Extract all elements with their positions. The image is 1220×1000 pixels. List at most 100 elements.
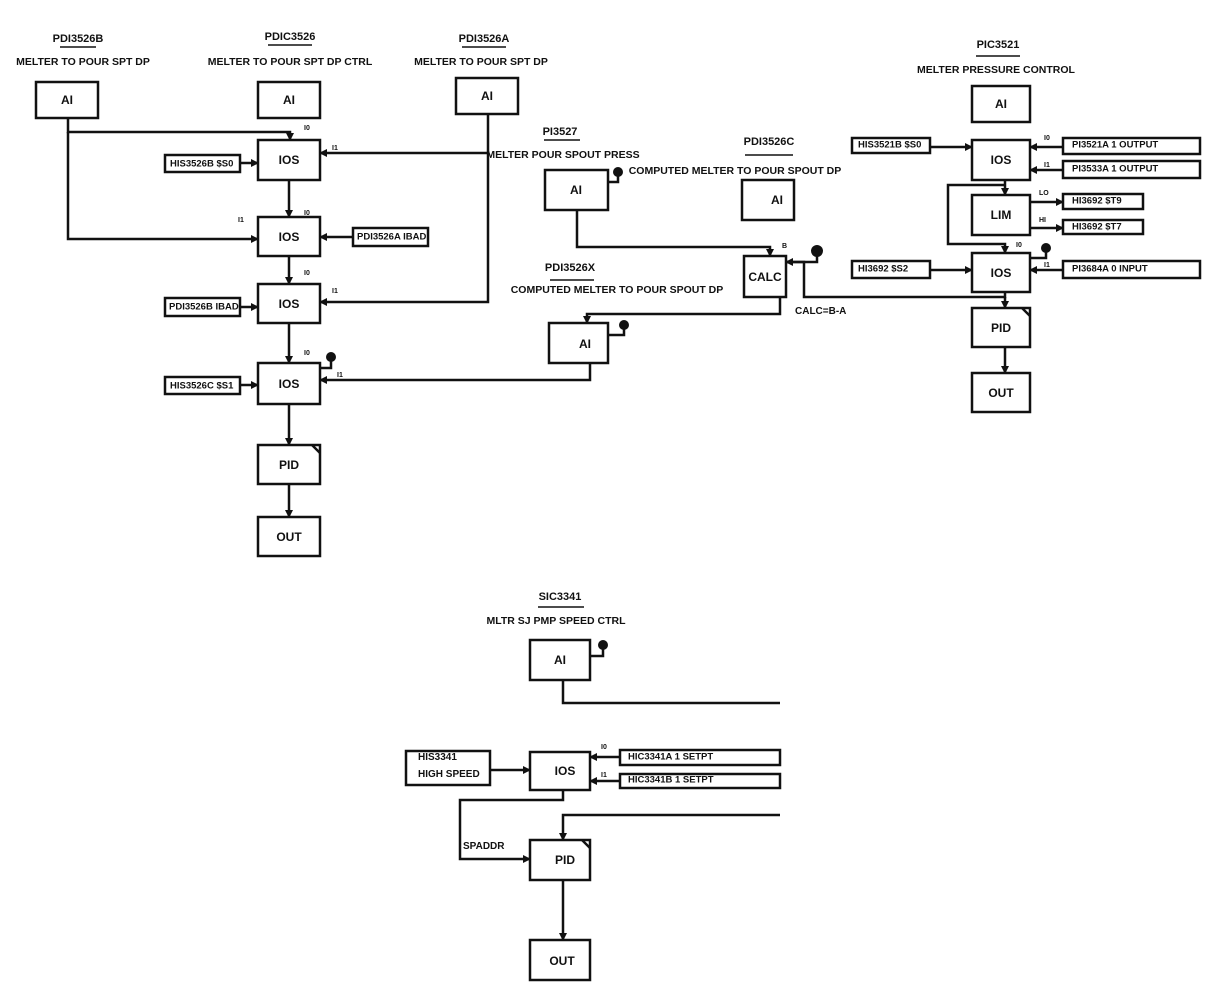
block-label: CALC: [748, 270, 782, 284]
input-label: PI3521A 1 OUTPUT: [1072, 140, 1158, 151]
block-label: PID: [279, 458, 299, 472]
tag-label: SIC3341: [539, 591, 582, 603]
port-label: I0: [1044, 135, 1050, 142]
port-label: I0: [304, 270, 310, 277]
port-label: I1: [332, 145, 338, 152]
input-label: PDI3526A IBAD: [357, 232, 426, 243]
desc-label: MLTR SJ PMP SPEED CTRL: [486, 615, 626, 627]
input-pdi3526b-ibad[interactable]: PDI3526B IBAD: [163, 296, 242, 318]
calc-expression: CALC=B-A: [795, 306, 846, 317]
block-label: AI: [579, 337, 591, 351]
input-hi3692-t9[interactable]: HI3692 $T9: [1061, 192, 1145, 211]
input-pdi3526a-ibad[interactable]: PDI3526A IBAD: [351, 226, 430, 248]
group-title-pdi3526b: PDI3526B MELTER TO POUR SPT DP: [16, 33, 150, 68]
group-title-pi3527: PI3527 MELTER POUR SPOUT PRESS: [486, 126, 639, 161]
ios-block-3[interactable]: IOS: [256, 282, 322, 325]
alarm-pin-icon: [786, 245, 823, 264]
ai-block-pi3527[interactable]: AI: [543, 168, 610, 212]
block-label: OUT: [988, 386, 1014, 400]
block-label: AI: [995, 97, 1007, 111]
block-label: IOS: [279, 230, 300, 244]
input-label: HI3692 $T7: [1072, 222, 1122, 233]
group-title-pdi3526a: PDI3526A MELTER TO POUR SPT DP: [414, 33, 548, 68]
input-his3521b-s0[interactable]: HIS3521B $S0: [850, 136, 932, 155]
port-label: I0: [304, 350, 310, 357]
connections: [66, 114, 1064, 941]
alarm-pin-icon: [320, 352, 336, 370]
ai-block-sic3341[interactable]: AI: [528, 638, 592, 682]
ios-block-pic-2[interactable]: IOS: [970, 251, 1032, 294]
block-label: IOS: [279, 377, 300, 391]
ios-block-pic-1[interactable]: IOS: [970, 138, 1032, 182]
input-pi3521a-output[interactable]: PI3521A 1 OUTPUT: [1061, 136, 1202, 156]
desc-label: MELTER PRESSURE CONTROL: [917, 64, 1075, 76]
group-title-sic3341: SIC3341 MLTR SJ PMP SPEED CTRL: [486, 591, 626, 627]
pid-block-pdic3526[interactable]: PID: [256, 443, 322, 486]
input-his3526c-s1[interactable]: HIS3526C $S1: [163, 375, 242, 396]
input-label: HI3692 $T9: [1072, 196, 1122, 207]
block-label: IOS: [991, 153, 1012, 167]
ai-block-pdi3526c[interactable]: AI: [740, 178, 796, 222]
block-label: AI: [61, 93, 73, 107]
tag-label: PIC3521: [977, 39, 1020, 51]
block-label: IOS: [279, 153, 300, 167]
out-block-pdic3526[interactable]: OUT: [256, 515, 322, 558]
port-label: I0: [304, 210, 310, 217]
block-label: PID: [555, 853, 575, 867]
port-label: HI: [1039, 217, 1046, 224]
alarm-pin-icon: [1030, 243, 1051, 260]
lim-block[interactable]: LIM: [970, 193, 1032, 237]
ai-block-pdi3526b[interactable]: AI: [34, 80, 100, 120]
port-labels-left: I0 I1 I0 I1 I0 I1 I0 I1: [238, 125, 343, 379]
input-label: PDI3526B IBAD: [169, 302, 239, 313]
group-title-pdi3526x: PDI3526X COMPUTED MELTER TO POUR SPOUT D…: [511, 262, 724, 296]
block-label: IOS: [991, 266, 1012, 280]
input-his3526b-s0[interactable]: HIS3526B $S0: [163, 153, 242, 174]
port-label: LO: [1039, 190, 1049, 197]
ai-block-pdi3526a[interactable]: AI: [454, 76, 520, 116]
desc-label: COMPUTED MELTER TO POUR SPOUT DP: [511, 284, 724, 296]
ios-block-sic3341[interactable]: IOS: [528, 750, 592, 792]
tag-label: PDI3526B: [53, 33, 104, 45]
port-label: I1: [238, 217, 244, 224]
ai-block-pdic3526[interactable]: AI: [256, 80, 322, 120]
input-pi3533a-output[interactable]: PI3533A 1 OUTPUT: [1061, 159, 1202, 180]
port-labels-right: I0 I1 LO HI I0 I1: [1016, 135, 1050, 269]
input-pi3684a-input[interactable]: PI3684A 0 INPUT: [1061, 259, 1202, 280]
ios-block-2[interactable]: IOS: [256, 215, 322, 258]
port-label: I1: [1044, 162, 1050, 169]
input-hic3341b-setpt[interactable]: HIC3341B 1 SETPT: [618, 772, 782, 790]
desc-label: MELTER POUR SPOUT PRESS: [486, 149, 639, 161]
ios-block-1[interactable]: IOS: [256, 138, 322, 182]
input-label: PI3684A 0 INPUT: [1072, 264, 1148, 275]
block-label: AI: [283, 93, 295, 107]
tag-label: PDI3526X: [545, 262, 596, 274]
input-hi3692-s2[interactable]: HI3692 $S2: [850, 259, 932, 280]
tag-label: PDIC3526: [265, 31, 316, 43]
pid-block-sic3341[interactable]: PID: [528, 838, 592, 882]
input-label: HIC3341B 1 SETPT: [628, 775, 714, 786]
desc-label: MELTER TO POUR SPT DP: [414, 56, 548, 68]
ai-block-pdi3526x[interactable]: AI: [547, 321, 610, 365]
port-label: I1: [1044, 262, 1050, 269]
pid-block-pic3521[interactable]: PID: [970, 306, 1032, 349]
port-label: I0: [601, 744, 607, 751]
input-his3341-high-speed[interactable]: HIS3341 HIGH SPEED: [404, 749, 492, 787]
desc-label: MELTER TO POUR SPT DP CTRL: [208, 56, 373, 68]
input-hi3692-t7[interactable]: HI3692 $T7: [1061, 218, 1145, 236]
out-block-sic3341[interactable]: OUT: [528, 938, 592, 982]
input-label: HIGH SPEED: [418, 769, 480, 780]
out-block-pic3521[interactable]: OUT: [970, 371, 1032, 414]
ios-block-4[interactable]: IOS: [256, 361, 322, 406]
input-hic3341a-setpt[interactable]: HIC3341A 1 SETPT: [618, 748, 782, 767]
spaddr-label: SPADDR: [463, 841, 505, 852]
ai-block-pic3521[interactable]: AI: [970, 84, 1032, 124]
input-label: HIS3526B $S0: [170, 159, 233, 170]
input-label: PI3533A 1 OUTPUT: [1072, 164, 1158, 175]
port-label: I0: [1016, 242, 1022, 249]
calc-block[interactable]: CALC: [742, 254, 788, 299]
block-label: IOS: [279, 297, 300, 311]
input-label: HIC3341A 1 SETPT: [628, 752, 713, 763]
desc-label: COMPUTED MELTER TO POUR SPOUT DP: [629, 165, 842, 177]
